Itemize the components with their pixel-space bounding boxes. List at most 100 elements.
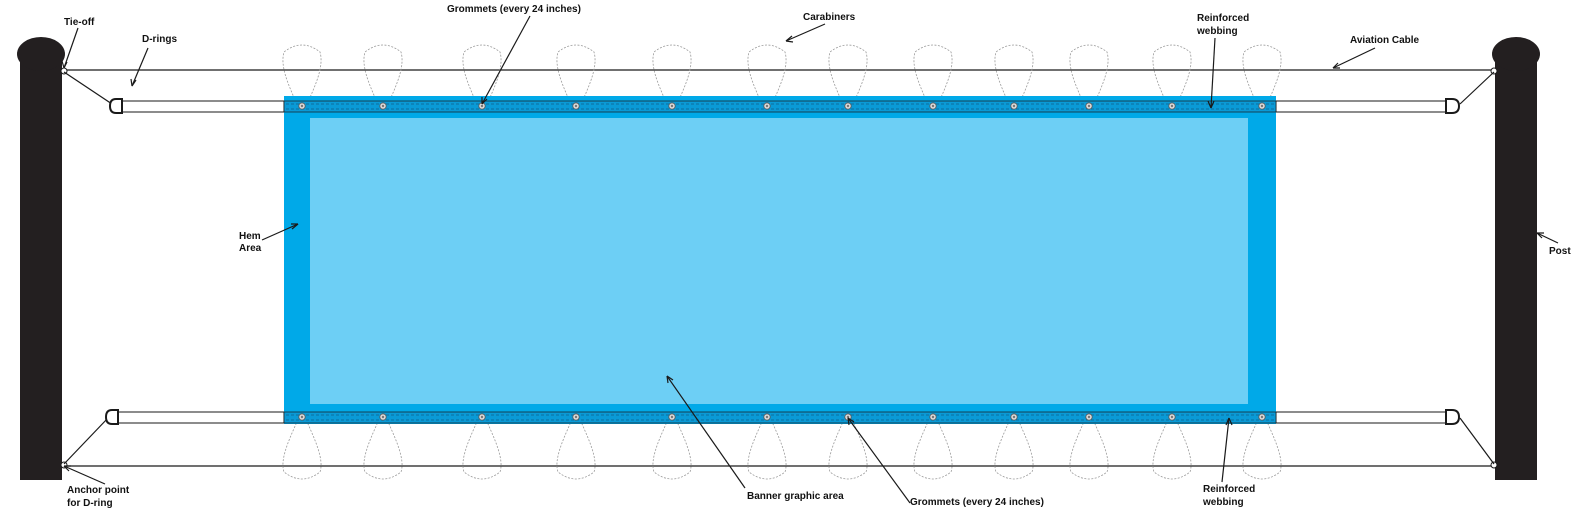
label-carabiners: Carabiners <box>803 12 856 23</box>
carabiner-bottom-10 <box>1069 419 1109 480</box>
carabiner-bottom-9 <box>994 419 1034 480</box>
label-post: Post <box>1549 246 1571 257</box>
pointer-hem-area <box>261 223 299 241</box>
tie-line-bottom-left <box>63 417 109 465</box>
label-hem-area-line1: Hem <box>239 231 261 242</box>
pointer-grommets-top <box>481 15 531 105</box>
grommet-top-8-hole <box>931 104 935 108</box>
label-grommets-bottom: Grommets (every 24 inches) <box>910 497 1044 508</box>
grommet-bottom-9-hole <box>1012 415 1016 419</box>
bottom-reinforced-webbing <box>283 411 1277 424</box>
carabiner-bottom-4 <box>556 419 596 480</box>
carabiner-top-11 <box>1152 44 1192 107</box>
carabiners-top <box>282 44 1282 107</box>
top-webbing-right <box>1275 100 1447 113</box>
pointer-post <box>1536 232 1559 244</box>
label-reinforced-webbing-top-line2: webbing <box>1196 26 1238 37</box>
banner-graphic-area <box>310 118 1248 404</box>
grommet-top-4-hole <box>574 104 578 108</box>
tie-line-top-right <box>1459 71 1495 105</box>
carabiner-top-1 <box>282 44 322 107</box>
pointer-grommets-bottom <box>847 417 911 504</box>
carabiner-top-10 <box>1069 44 1109 107</box>
grommet-bottom-2-hole <box>381 415 385 419</box>
label-anchor-point-line2: for D-ring <box>67 498 113 509</box>
carabiner-bottom-1 <box>282 419 322 480</box>
grommet-bottom-4-hole <box>574 415 578 419</box>
grommet-top-3-hole <box>480 104 484 108</box>
grommet-bottom-7-hole <box>846 415 850 419</box>
banner <box>283 96 1277 424</box>
tie-line-bottom-right <box>1459 417 1495 465</box>
carabiner-top-12 <box>1242 44 1282 107</box>
grommet-top-6-hole <box>765 104 769 108</box>
pointer-d-rings <box>130 47 149 87</box>
grommet-bottom-11-hole <box>1170 415 1174 419</box>
label-reinforced-webbing-bottom-line2: webbing <box>1202 497 1244 508</box>
label-aviation-cable: Aviation Cable <box>1350 35 1420 46</box>
pointer-aviation-cable <box>1332 47 1376 69</box>
carabiner-bottom-3 <box>462 419 502 480</box>
carabiners-bottom <box>282 419 1282 480</box>
tie-line-top-left <box>63 71 113 105</box>
carabiner-top-5 <box>652 44 692 107</box>
carabiner-top-6 <box>747 44 787 107</box>
carabiner-top-3 <box>462 44 502 107</box>
grommet-top-12-hole <box>1260 104 1264 108</box>
carabiner-top-4 <box>556 44 596 107</box>
carabiner-top-7 <box>828 44 868 107</box>
grommet-top-2-hole <box>381 104 385 108</box>
grommet-top-9-hole <box>1012 104 1016 108</box>
grommet-top-5-hole <box>670 104 674 108</box>
carabiner-bottom-5 <box>652 419 692 480</box>
label-tie-off: Tie-off <box>64 17 95 28</box>
bottom-webbing-right <box>1275 411 1447 424</box>
top-reinforced-webbing <box>283 100 1277 113</box>
grommet-top-1-hole <box>300 104 304 108</box>
d-ring-bottom-left <box>104 409 119 425</box>
left-post <box>17 37 65 480</box>
label-reinforced-webbing-top-line1: Reinforced <box>1197 13 1249 24</box>
grommets-top <box>298 102 1266 110</box>
anchor-point-bottom-right <box>1490 461 1498 469</box>
label-banner-graphic-area: Banner graphic area <box>747 491 844 502</box>
grommet-bottom-6-hole <box>765 415 769 419</box>
grommet-bottom-5-hole <box>670 415 674 419</box>
grommet-bottom-8-hole <box>931 415 935 419</box>
label-anchor-point-line1: Anchor point <box>67 485 130 496</box>
label-hem-area-line2: Area <box>239 243 262 254</box>
d-ring-top-right <box>1445 98 1461 114</box>
carabiner-bottom-7 <box>828 419 868 480</box>
carabiner-top-2 <box>363 44 403 107</box>
top-webbing-left <box>121 100 285 113</box>
pointer-reinforced-webbing-bottom <box>1221 417 1233 483</box>
right-post <box>1492 37 1540 480</box>
pointer-carabiners <box>785 23 826 43</box>
label-reinforced-webbing-bottom-line1: Reinforced <box>1203 484 1255 495</box>
pointer-anchor-point <box>63 465 106 485</box>
grommet-bottom-3-hole <box>480 415 484 419</box>
carabiner-top-9 <box>994 44 1034 107</box>
tie-off-top-right <box>1490 67 1498 75</box>
grommet-bottom-1-hole <box>300 415 304 419</box>
grommet-top-7-hole <box>846 104 850 108</box>
grommet-bottom-10-hole <box>1087 415 1091 419</box>
label-d-rings: D-rings <box>142 34 177 45</box>
pointer-reinforced-webbing-top <box>1207 37 1216 109</box>
d-ring-bottom-right <box>1445 409 1461 425</box>
carabiner-bottom-8 <box>913 419 953 480</box>
grommet-top-10-hole <box>1087 104 1091 108</box>
grommet-bottom-12-hole <box>1260 415 1264 419</box>
carabiner-top-8 <box>913 44 953 107</box>
pointer-banner-graphic-area <box>666 375 746 489</box>
bottom-webbing-left <box>117 411 285 424</box>
pointer-tie-off <box>61 27 79 69</box>
carabiner-bottom-2 <box>363 419 403 480</box>
label-grommets-top: Grommets (every 24 inches) <box>447 4 581 15</box>
carabiner-bottom-12 <box>1242 419 1282 480</box>
d-ring-top-left <box>108 98 123 114</box>
carabiner-bottom-6 <box>747 419 787 480</box>
carabiner-bottom-11 <box>1152 419 1192 480</box>
grommet-top-11-hole <box>1170 104 1174 108</box>
